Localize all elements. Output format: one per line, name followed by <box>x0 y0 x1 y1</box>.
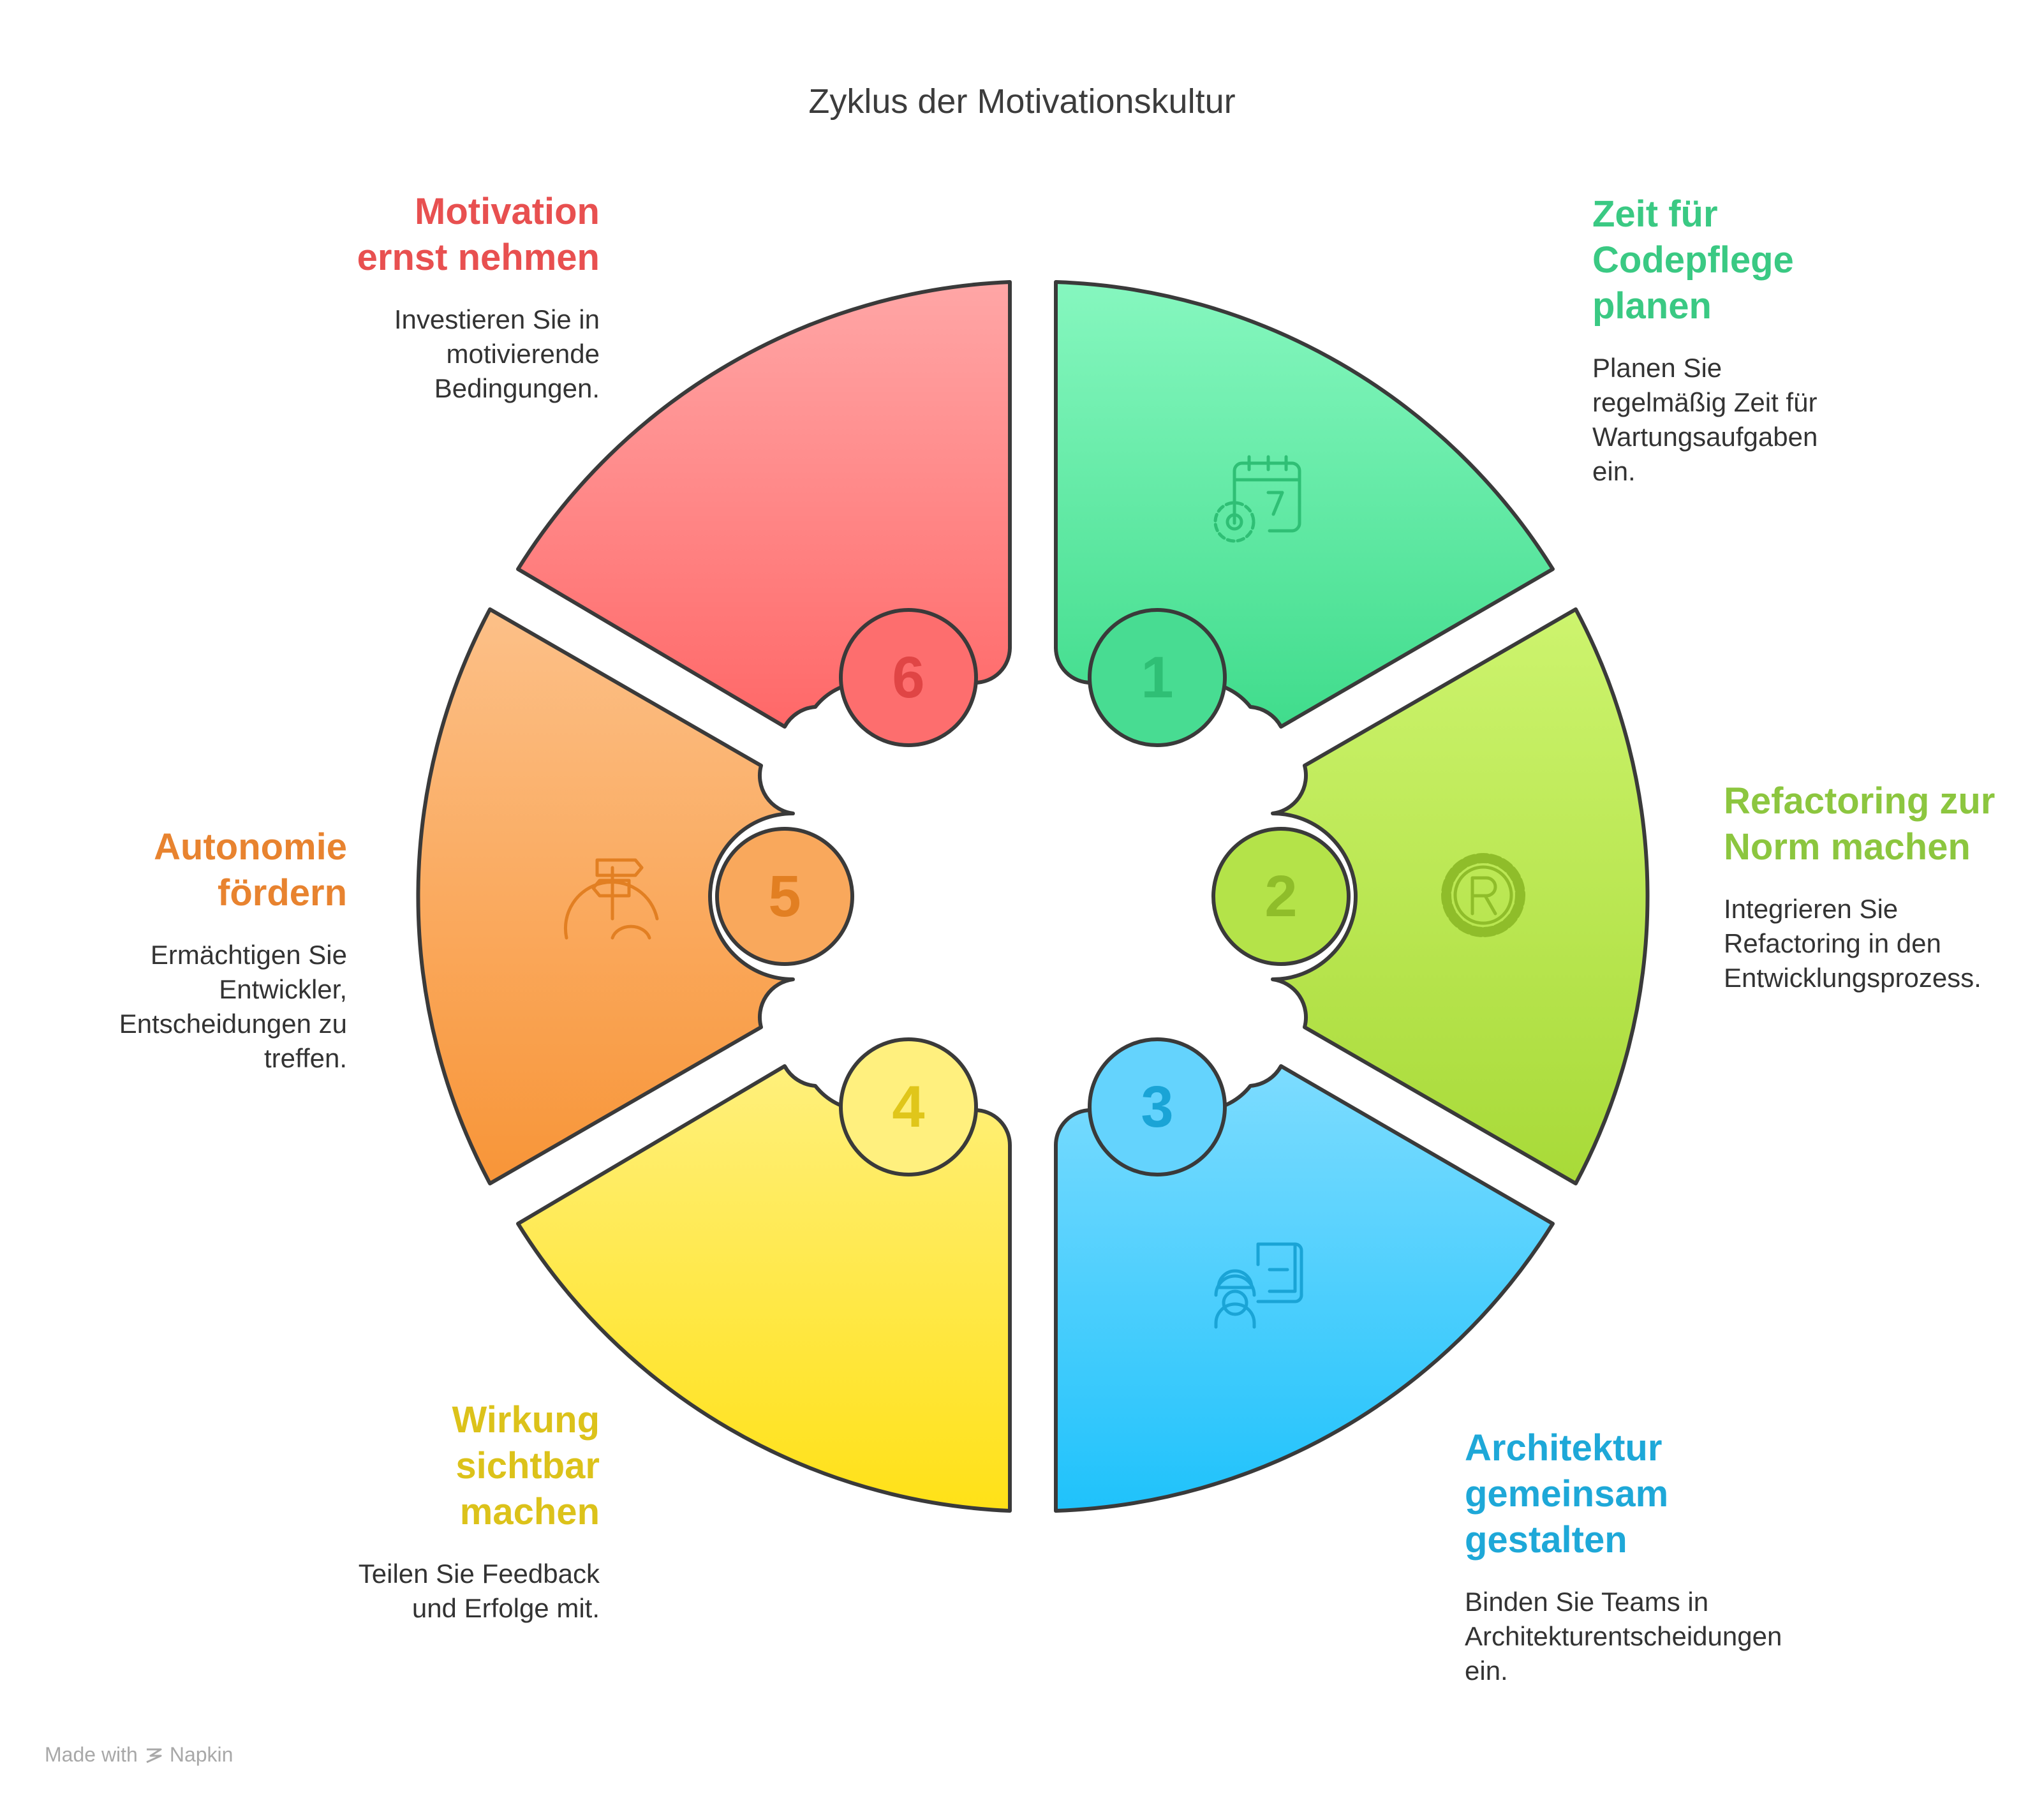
number-3: 3 <box>1141 1074 1173 1139</box>
number-circle-5: 5 <box>715 827 854 966</box>
segment-2 <box>1271 607 1650 1185</box>
footer-text: Made with <box>45 1743 138 1766</box>
engineer-blueprint-icon <box>1214 1242 1303 1329</box>
footer-attribution[interactable]: Made with Napkin <box>45 1743 233 1767</box>
number-circle-2: 2 <box>1211 827 1351 966</box>
number-2: 2 <box>1264 864 1297 929</box>
calendar-gear-icon <box>1213 455 1301 543</box>
napkin-logo-icon <box>146 1748 162 1763</box>
diagram-title: Zyklus der Motivationskultur <box>808 82 1236 121</box>
number-circle-4: 4 <box>839 1037 978 1176</box>
number-1: 1 <box>1141 645 1173 710</box>
signpost-hill-icon <box>563 858 659 940</box>
footer-brand: Napkin <box>169 1743 233 1766</box>
number-circle-6: 6 <box>839 608 978 747</box>
number-6: 6 <box>892 645 924 710</box>
number-4: 4 <box>892 1074 924 1139</box>
number-circle-3: 3 <box>1088 1037 1227 1176</box>
number-5: 5 <box>768 864 801 929</box>
gear-r-icon <box>1441 853 1525 937</box>
number-circle-1: 1 <box>1088 608 1227 747</box>
